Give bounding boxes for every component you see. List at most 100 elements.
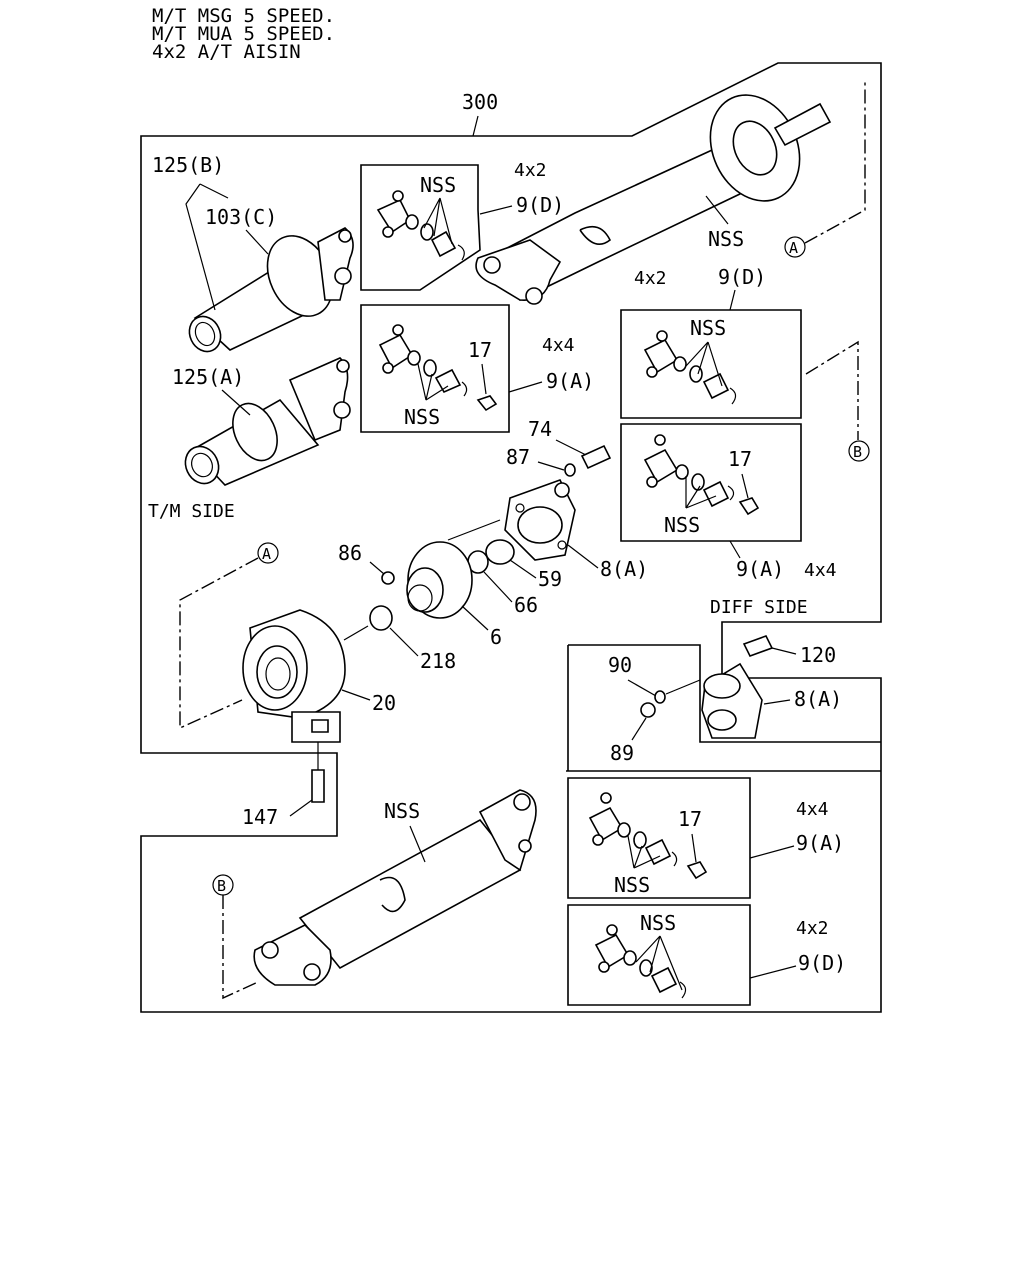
leader-9d-upper	[479, 205, 513, 215]
leader-9a-right	[729, 540, 741, 559]
leader-9a-middle	[508, 381, 543, 393]
leader-17-right	[741, 473, 749, 499]
label-nss-9a-lower: NSS	[614, 873, 650, 897]
part-86-nut	[381, 571, 395, 585]
part-87-washer	[564, 463, 576, 477]
ref-b-lower-line	[222, 895, 259, 1000]
part-147-bolt	[311, 769, 325, 803]
leader-9d-lower	[749, 965, 797, 979]
label-4x2-right: 4x2	[634, 268, 667, 289]
label-17-middle: 17	[468, 338, 492, 362]
leader-nss-middle	[417, 363, 449, 401]
center-axis-line-1	[447, 519, 501, 541]
box-universal-joint-9d-lower	[567, 904, 751, 1006]
ref-b-right-circle	[848, 440, 870, 462]
ref-b-lower: B	[217, 877, 226, 895]
part-59-nut	[485, 539, 515, 565]
leader-103c	[245, 229, 269, 255]
label-9d-lower: 9(D)	[798, 951, 846, 975]
label-147: 147	[242, 805, 278, 829]
diff-axis-line	[665, 679, 701, 695]
label-59: 59	[538, 567, 562, 591]
ref-a-middle-line	[179, 557, 259, 730]
label-9a-middle: 9(A)	[546, 369, 594, 393]
label-nss-rear-shaft: NSS	[384, 799, 420, 823]
ref-a-upper: A	[789, 239, 798, 257]
label-9d-upper: 9(D)	[516, 193, 564, 217]
label-300: 300	[462, 90, 498, 114]
label-17-lower: 17	[678, 807, 702, 831]
leader-nss-9a-lower	[627, 835, 661, 869]
part-20-center-bearing	[242, 609, 346, 743]
label-nss-9a-right: NSS	[664, 513, 700, 537]
part-74-bolt	[580, 444, 612, 470]
leader-74	[555, 439, 589, 457]
leader-6	[461, 605, 489, 631]
label-4x2-upper: 4x2	[514, 160, 547, 181]
part-90-washer	[654, 690, 666, 704]
leader-20	[341, 689, 371, 701]
label-6: 6	[490, 625, 502, 649]
leader-17-middle	[481, 363, 487, 395]
label-nss-9d-right: NSS	[690, 316, 726, 340]
leader-218	[389, 627, 419, 657]
label-8a-center: 8(A)	[600, 557, 648, 581]
label-17-right: 17	[728, 447, 752, 471]
rear-propeller-shaft	[253, 789, 537, 986]
leader-8a-diff	[763, 699, 791, 705]
leader-nss-9a-right	[685, 476, 717, 509]
part-218-washer	[369, 605, 393, 631]
label-4x4-right: 4x4	[804, 560, 837, 581]
part-8a-diff-flange	[701, 662, 763, 739]
leader-300	[472, 115, 479, 137]
part-8a-flange-yoke	[504, 479, 576, 561]
label-87: 87	[506, 445, 530, 469]
label-8a-diff: 8(A)	[794, 687, 842, 711]
label-9a-lower: 9(A)	[796, 831, 844, 855]
leader-nss-9d-upper	[423, 197, 453, 245]
part-6-flange	[406, 541, 473, 619]
leader-66	[483, 571, 513, 603]
box-universal-joint-9d-right	[620, 309, 802, 419]
label-4x2-lower: 4x2	[796, 918, 829, 939]
diff-side-frame	[567, 644, 881, 771]
part-120-bolt	[742, 635, 774, 657]
label-nss-middle: NSS	[404, 405, 440, 429]
label-120: 120	[800, 643, 836, 667]
assembly-outline	[140, 62, 882, 1013]
label-125b: 125(B)	[152, 153, 224, 177]
leader-125a	[221, 389, 251, 416]
box-universal-joint-9a-right	[620, 423, 802, 542]
label-125a: 125(A)	[172, 365, 244, 389]
label-4x4-middle: 4x4	[542, 335, 575, 356]
label-nss-9d-upper: NSS	[420, 173, 456, 197]
leader-9d-right	[729, 289, 736, 311]
label-103c: 103(C)	[205, 205, 277, 229]
leader-nss-rear-shaft	[409, 825, 426, 863]
leader-86	[369, 561, 385, 575]
label-nss-9d-lower: NSS	[640, 911, 676, 935]
leader-89	[631, 717, 647, 741]
label-90: 90	[608, 653, 632, 677]
leader-nss-9d-lower	[635, 935, 683, 991]
label-74: 74	[528, 417, 552, 441]
label-86: 86	[338, 541, 362, 565]
label-9a-right: 9(A)	[736, 557, 784, 581]
leader-59	[509, 559, 537, 579]
header-line-1: M/T MSG 5 SPEED.	[152, 5, 335, 27]
box-universal-joint-9a-middle	[360, 304, 510, 433]
label-89: 89	[610, 741, 634, 765]
label-4x4-lower: 4x4	[796, 799, 829, 820]
leader-125b	[185, 183, 229, 311]
leader-8a-center	[567, 544, 599, 569]
label-20: 20	[372, 691, 396, 715]
leader-147	[289, 799, 313, 817]
ref-b-right: B	[853, 443, 862, 461]
ref-a-upper-line	[804, 82, 866, 244]
header-line-3: 4x2 A/T AISIN	[152, 41, 301, 63]
leader-17-lower	[691, 833, 697, 863]
box-universal-joint-9a-lower	[567, 777, 751, 899]
label-9d-right: 9(D)	[718, 265, 766, 289]
